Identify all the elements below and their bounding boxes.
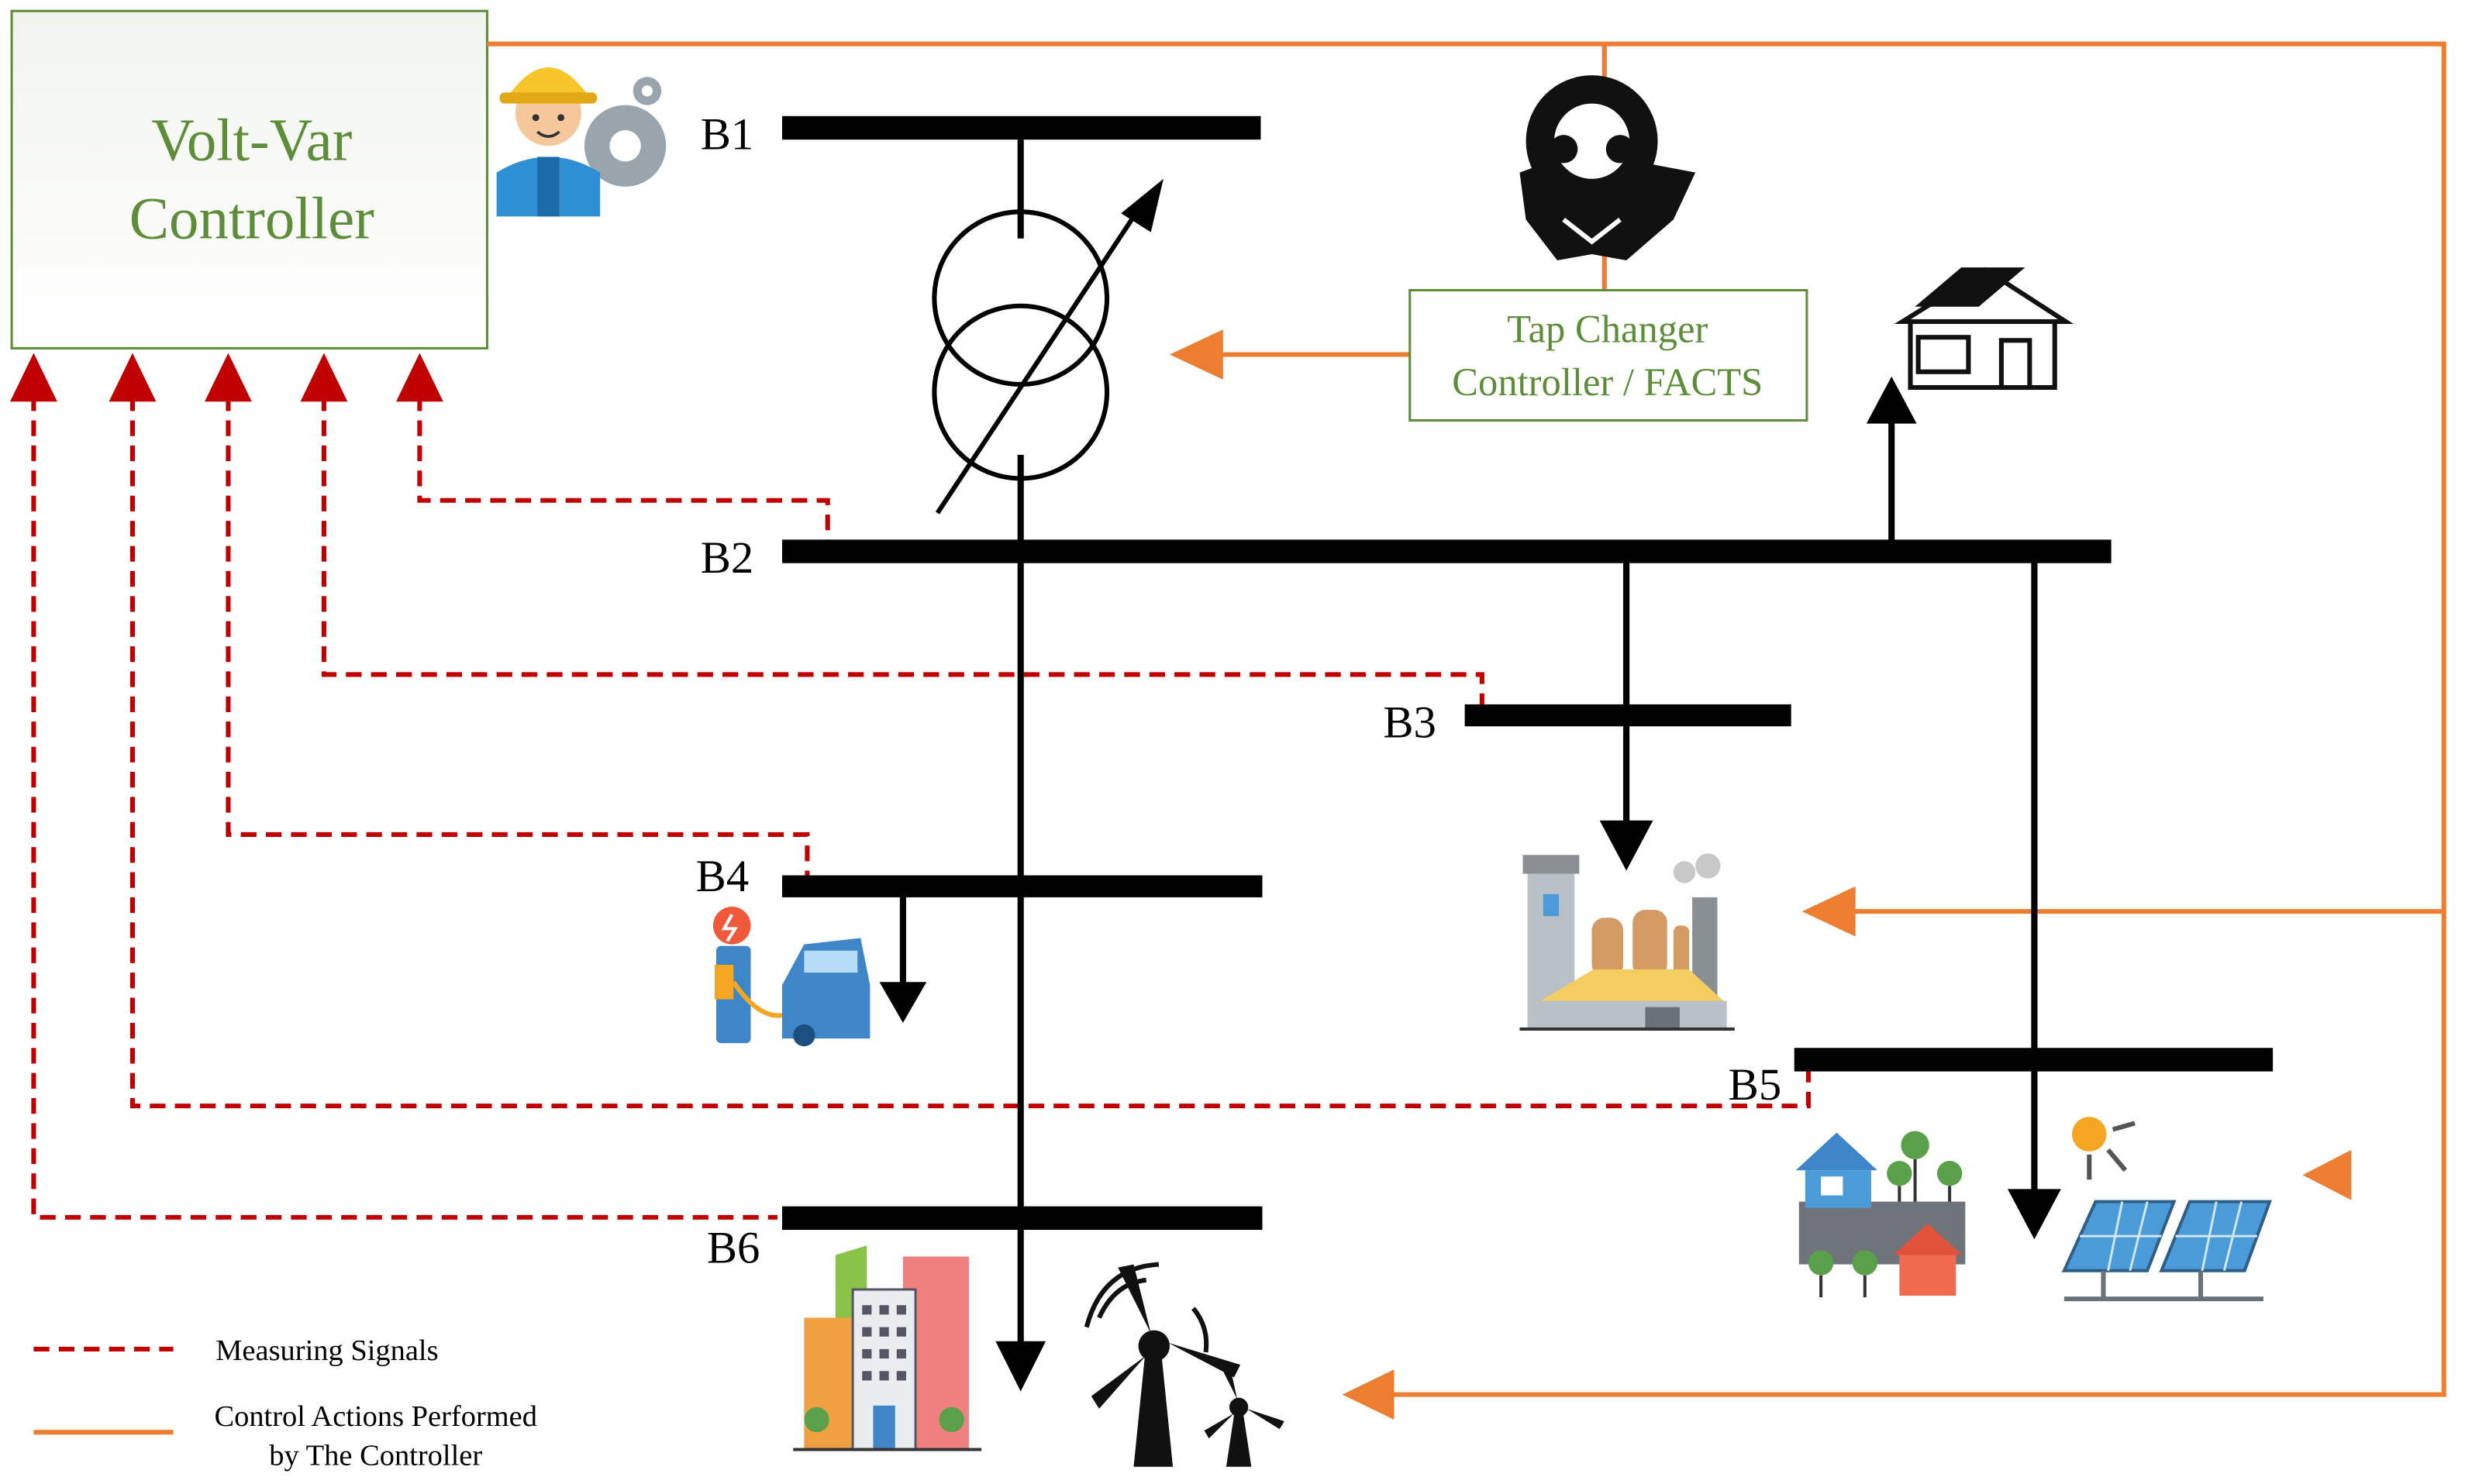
- controller-title-line1: Volt-Var: [151, 106, 352, 173]
- wind-turbine-icon: [1084, 1262, 1284, 1467]
- engineer-icon: [496, 67, 667, 217]
- transformer-icon: [932, 196, 1149, 515]
- legend-control-label-line2: by The Controller: [269, 1440, 482, 1472]
- bus-label-b4: B4: [696, 851, 750, 901]
- bus-bar-b1: [782, 115, 1261, 140]
- bus-bar-b4: [782, 875, 1263, 897]
- bus-bar-b3: [1464, 704, 1791, 727]
- factory-icon: [1519, 853, 1735, 1031]
- ev-charger-icon: [712, 907, 871, 1047]
- control-arrowheads: [1170, 329, 2352, 1420]
- load-arrowheads: [879, 376, 2061, 1392]
- bus-label-b2: B2: [701, 532, 754, 583]
- network-lines: [899, 139, 2038, 1349]
- bus-bars: [782, 115, 2274, 1231]
- city-buildings-icon: [793, 1245, 982, 1451]
- legend: Measuring Signals Control Actions Perfor…: [33, 1334, 537, 1472]
- residential-area-icon: [1795, 1131, 1966, 1298]
- legend-control-label-line1: Control Actions Performed: [214, 1400, 537, 1433]
- bus-bar-b6: [782, 1206, 1263, 1231]
- tap-changer-line1: Tap Changer: [1507, 307, 1708, 350]
- transformer-tap-arrow: [1121, 178, 1164, 232]
- controller-title-line2: Controller: [129, 185, 374, 252]
- bus-label-b6: B6: [707, 1223, 760, 1273]
- bus-label-b1: B1: [701, 108, 754, 159]
- solar-panel-icon: [2061, 1117, 2272, 1302]
- bus-label-b3: B3: [1383, 697, 1436, 747]
- bus-bar-b2: [782, 539, 2112, 563]
- controller-box: [10, 9, 488, 349]
- tap-changer-line2: Controller / FACTS: [1452, 360, 1763, 404]
- bus-label-b5: B5: [1729, 1059, 1782, 1110]
- handshake-gear-icon: [1519, 75, 1696, 261]
- measuring-arrowheads: [10, 353, 443, 402]
- tap-changer-box: [1408, 288, 1808, 422]
- legend-measuring-label: Measuring Signals: [215, 1334, 438, 1367]
- solar-house-icon: [1894, 267, 2074, 391]
- bus-bar-b5: [1794, 1048, 2274, 1072]
- measuring-signal-lines: [31, 395, 1811, 1220]
